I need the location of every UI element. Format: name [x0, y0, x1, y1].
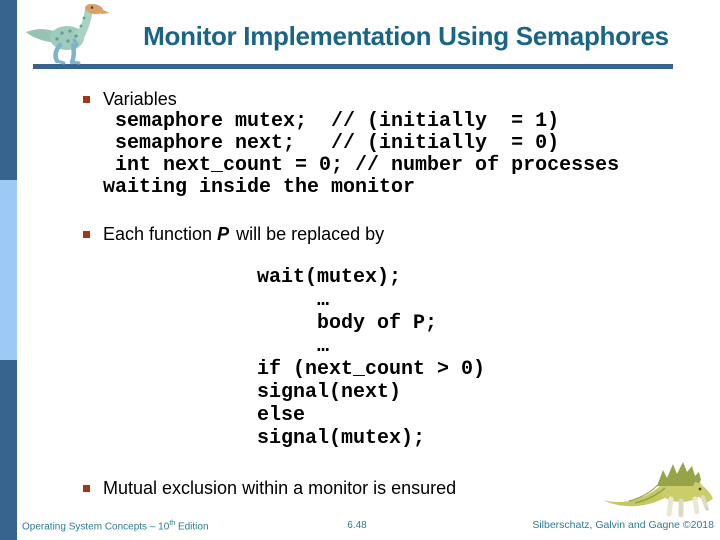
dinosaur-logo-icon — [24, 0, 116, 72]
title-underline — [33, 64, 673, 69]
code-variables-block: semaphore mutex; // (initially = 1) sema… — [103, 110, 620, 199]
left-bar-segment-top — [0, 0, 17, 180]
bullet-square-icon — [83, 485, 90, 492]
footer-book-title: Operating System Concepts – 10th Edition — [22, 520, 209, 533]
bullet-square-icon — [83, 96, 90, 103]
footer-page-number: 6.48 — [347, 520, 367, 531]
code-replacement-block: wait(mutex); … body of P; … if (next_cou… — [257, 266, 486, 450]
function-p-emphasis: P — [217, 224, 230, 244]
footer-authors: Silberschatz, Galvin and Gagne ©2018 — [532, 519, 714, 531]
slide-title: Monitor Implementation Using Semaphores — [143, 21, 669, 51]
footer-edition-sup: th — [169, 520, 176, 527]
bullet-square-icon — [83, 231, 90, 238]
bullet-mutual-exclusion: Mutual exclusion within a monitor is ens… — [83, 478, 456, 499]
left-bar-segment-bottom — [0, 360, 17, 540]
bullet-mutual-exclusion-label: Mutual exclusion within a monitor is ens… — [103, 478, 457, 498]
bullet-variables: Variables — [83, 89, 177, 110]
bullet-variables-label: Variables — [103, 89, 177, 109]
left-bar-segment-middle — [0, 180, 17, 360]
dinosaur-figure-icon — [599, 452, 715, 518]
